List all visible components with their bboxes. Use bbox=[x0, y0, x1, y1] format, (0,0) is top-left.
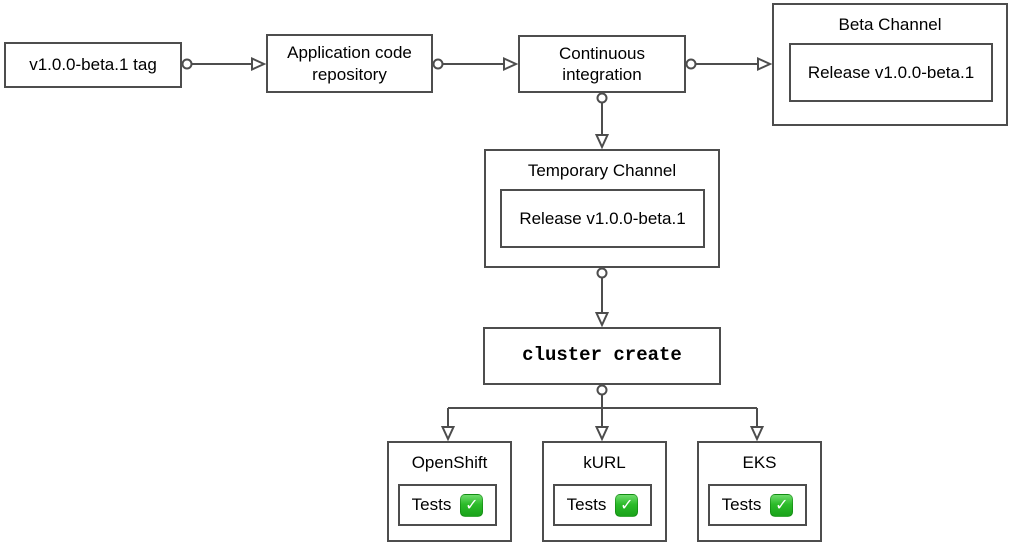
connector-tag-to-repo bbox=[181, 56, 267, 72]
beta-release-label: Release v1.0.0-beta.1 bbox=[807, 62, 975, 82]
node-openshift: OpenShift Tests ✓ bbox=[387, 441, 512, 542]
node-app-code-repository: Application code repository bbox=[266, 34, 433, 93]
node-version-tag: v1.0.0-beta.1 tag bbox=[4, 42, 182, 88]
node-temporary-release: Release v1.0.0-beta.1 bbox=[500, 189, 705, 248]
node-beta-release: Release v1.0.0-beta.1 bbox=[789, 43, 993, 102]
eks-title: EKS bbox=[742, 453, 777, 472]
temporary-channel-title: Temporary Channel bbox=[527, 161, 677, 180]
node-kurl-tests: Tests ✓ bbox=[553, 484, 652, 526]
node-version-tag-label: v1.0.0-beta.1 tag bbox=[29, 55, 157, 75]
kurl-title: kURL bbox=[583, 453, 626, 472]
node-cluster-create: cluster create bbox=[483, 327, 721, 385]
openshift-title: OpenShift bbox=[411, 453, 488, 472]
check-icon: ✓ bbox=[615, 493, 639, 517]
eks-tests-label: Tests bbox=[721, 495, 762, 515]
check-icon: ✓ bbox=[460, 493, 484, 517]
node-eks-tests: Tests ✓ bbox=[708, 484, 807, 526]
node-kurl: kURL Tests ✓ bbox=[542, 441, 667, 542]
openshift-tests-label: Tests bbox=[411, 495, 452, 515]
node-cluster-create-label: cluster create bbox=[522, 344, 682, 367]
beta-channel-title: Beta Channel bbox=[838, 15, 942, 34]
connector-cluster-create-fork bbox=[440, 384, 765, 442]
node-app-code-repository-label: Application code repository bbox=[287, 43, 412, 84]
node-openshift-tests: Tests ✓ bbox=[398, 484, 497, 526]
connector-repo-to-ci bbox=[432, 56, 519, 72]
node-continuous-integration: Continuous integration bbox=[518, 35, 686, 93]
connector-temp-channel-to-cluster-create bbox=[594, 267, 610, 328]
check-glyph: ✓ bbox=[465, 495, 479, 514]
connector-ci-to-temp-channel bbox=[594, 92, 610, 150]
node-temporary-channel: Temporary Channel Release v1.0.0-beta.1 bbox=[484, 149, 720, 268]
node-eks: EKS Tests ✓ bbox=[697, 441, 822, 542]
temporary-release-label: Release v1.0.0-beta.1 bbox=[519, 208, 686, 228]
node-beta-channel: Beta Channel Release v1.0.0-beta.1 bbox=[772, 3, 1008, 126]
connector-ci-to-beta-channel bbox=[685, 56, 773, 72]
node-continuous-integration-label: Continuous integration bbox=[558, 43, 645, 84]
check-icon: ✓ bbox=[770, 493, 794, 517]
check-glyph: ✓ bbox=[775, 495, 789, 514]
kurl-tests-label: Tests bbox=[566, 495, 607, 515]
check-glyph: ✓ bbox=[620, 495, 634, 514]
